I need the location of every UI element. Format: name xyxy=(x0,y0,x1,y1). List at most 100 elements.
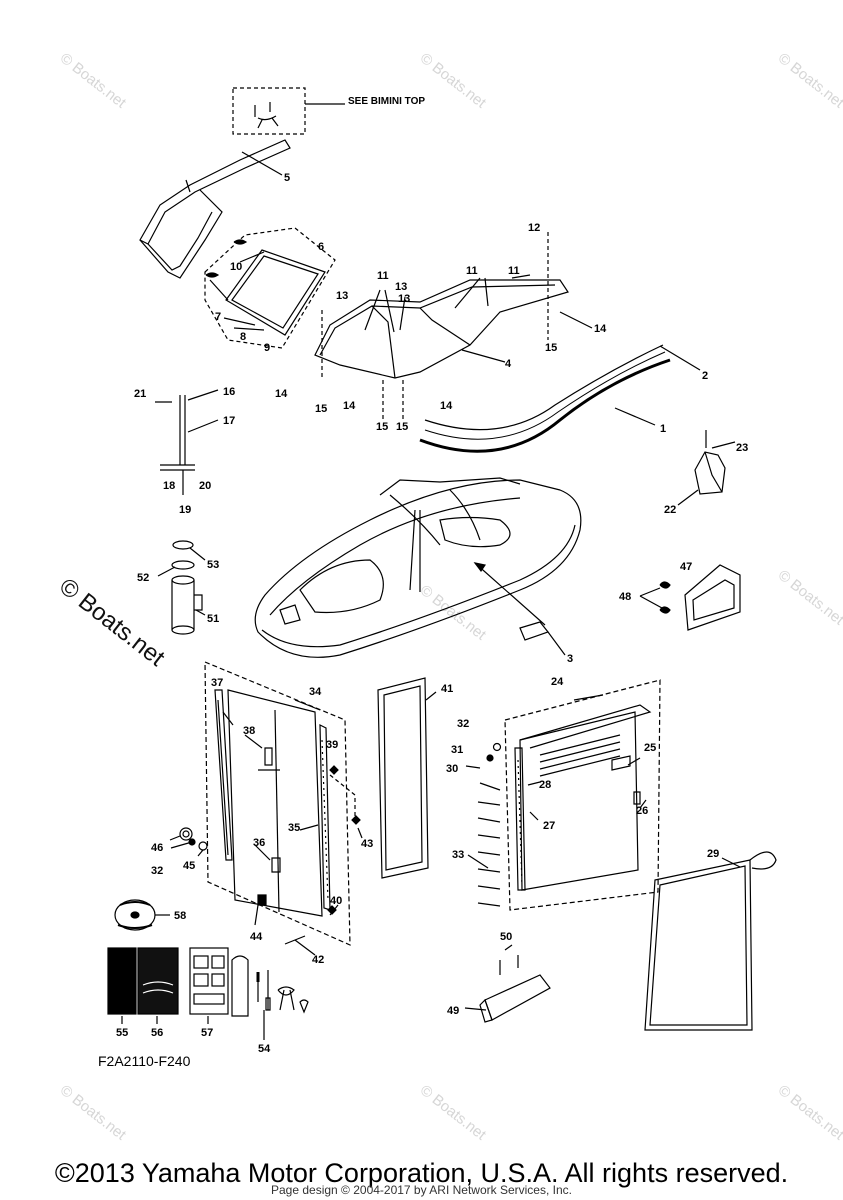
callout: 45 xyxy=(183,860,195,872)
callout: 15 xyxy=(376,421,388,433)
trim-strip-part xyxy=(424,344,664,431)
callout: 32 xyxy=(457,718,469,730)
callout: 34 xyxy=(309,686,322,698)
callout: 54 xyxy=(258,1043,271,1055)
callout: 29 xyxy=(707,848,719,860)
disc-part xyxy=(114,899,156,931)
callout: 17 xyxy=(223,415,235,427)
callout: 1 xyxy=(660,423,666,435)
callout: 48 xyxy=(619,591,631,603)
callout: 11 xyxy=(508,265,520,277)
callout: 30 xyxy=(446,763,458,775)
callout: 11 xyxy=(466,265,478,277)
callout: 14 xyxy=(594,323,607,335)
manual-57 xyxy=(189,947,229,1015)
windshield-glass-part xyxy=(314,279,569,379)
callout: 14 xyxy=(440,400,453,412)
callout: 46 xyxy=(151,842,163,854)
callout: 58 xyxy=(174,910,186,922)
callout: 3 xyxy=(567,653,573,665)
callout: 24 xyxy=(551,676,564,688)
callout: 52 xyxy=(137,572,149,584)
callout: 22 xyxy=(664,504,676,516)
callout: 25 xyxy=(644,742,656,754)
bimini-hardware-box xyxy=(232,87,306,135)
storage-tray-part xyxy=(479,974,551,1023)
callout: 39 xyxy=(326,739,338,751)
callout: 38 xyxy=(243,725,255,737)
callout: 13 xyxy=(398,293,410,305)
callout: 12 xyxy=(528,222,540,234)
hardware-ring xyxy=(179,827,193,841)
window-dashed-box xyxy=(204,227,336,349)
right-door-panel-part xyxy=(519,704,652,891)
callout: 57 xyxy=(201,1027,213,1039)
callout: 16 xyxy=(223,386,235,398)
right-door-dashed-box xyxy=(504,679,661,911)
boat-hull xyxy=(254,477,582,658)
copyright-text: ©2013 Yamaha Motor Corporation, U.S.A. A… xyxy=(54,1158,789,1188)
callout: 37 xyxy=(211,677,223,689)
callout: 15 xyxy=(545,342,557,354)
callout: 18 xyxy=(163,480,175,492)
callout: 50 xyxy=(500,931,512,943)
callout: 5 xyxy=(284,172,290,184)
cup-holder-part xyxy=(171,540,203,635)
callout: 53 xyxy=(207,559,219,571)
callout: 8 xyxy=(240,331,246,343)
callout: 55 xyxy=(116,1027,128,1039)
callout: 21 xyxy=(134,388,146,400)
callout: 32 xyxy=(151,865,163,877)
callout: 49 xyxy=(447,1005,459,1017)
vent-box-part xyxy=(684,564,741,631)
callout: 36 xyxy=(253,837,265,849)
callout: 13 xyxy=(336,290,348,302)
callout: 9 xyxy=(264,342,270,354)
callout: 13 xyxy=(395,281,407,293)
door-seal-part xyxy=(377,677,429,879)
side-window-part xyxy=(225,249,326,336)
part-code: F2A2110-F240 xyxy=(98,1053,191,1069)
callout: 23 xyxy=(736,442,748,454)
callout: 15 xyxy=(396,421,408,433)
hardware-ring xyxy=(198,841,208,851)
callout-labels: 1 2 3 4 5 6 7 8 9 10 11 11 11 11 12 13 1… xyxy=(116,172,748,1055)
left-door-dashed-box xyxy=(204,661,351,946)
tool-kit-part xyxy=(231,955,309,1017)
callout: 43 xyxy=(361,838,373,850)
trim-strip-part xyxy=(419,358,671,453)
callout: 14 xyxy=(275,388,288,400)
manual-56 xyxy=(137,947,179,1015)
manual-55 xyxy=(107,947,137,1015)
callout: 19 xyxy=(179,504,191,516)
callout: 6 xyxy=(318,241,324,253)
callout: 31 xyxy=(451,744,463,756)
callout: 41 xyxy=(441,683,453,695)
cleat-part xyxy=(694,451,726,495)
callout: 47 xyxy=(680,561,692,573)
callout: 7 xyxy=(215,311,221,323)
callout: 33 xyxy=(452,849,464,861)
callout: 14 xyxy=(343,400,356,412)
page-design-credit: Page design © 2004-2017 by ARI Network S… xyxy=(270,1183,572,1197)
callout: 26 xyxy=(636,805,648,817)
callout: 42 xyxy=(312,954,324,966)
callout: 10 xyxy=(230,261,242,273)
callout: 56 xyxy=(151,1027,163,1039)
callout: 44 xyxy=(250,931,263,943)
callout: 40 xyxy=(330,895,342,907)
callout: 11 xyxy=(377,270,389,282)
see-bimini-top-note: SEE BIMINI TOP xyxy=(348,96,426,107)
callout: 35 xyxy=(288,822,300,834)
left-door-panel-part xyxy=(227,689,323,917)
windshield-frame-part xyxy=(139,139,291,279)
callout: 51 xyxy=(207,613,219,625)
callout: 15 xyxy=(315,403,327,415)
callout: 28 xyxy=(539,779,551,791)
door-gasket-part xyxy=(644,851,777,1031)
callout: 4 xyxy=(505,358,512,370)
callout: 27 xyxy=(543,820,555,832)
callout: 2 xyxy=(702,370,708,382)
callout: 20 xyxy=(199,480,211,492)
